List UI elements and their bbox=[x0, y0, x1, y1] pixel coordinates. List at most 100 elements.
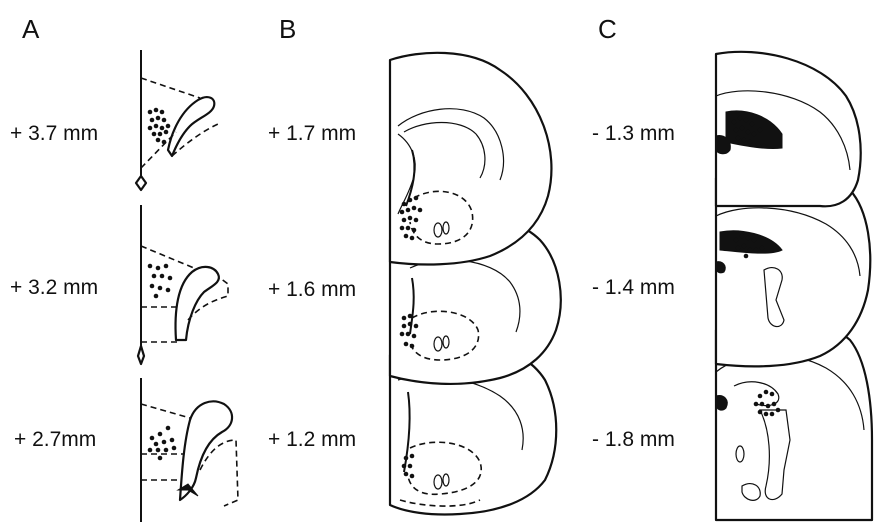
injection-dot bbox=[410, 474, 415, 479]
injection-dot bbox=[756, 142, 761, 147]
injection-dot bbox=[752, 238, 757, 243]
injection-dot bbox=[762, 144, 767, 149]
injection-dot bbox=[160, 274, 165, 279]
injection-dot bbox=[148, 264, 153, 269]
injection-dot bbox=[148, 448, 153, 453]
injection-dot bbox=[772, 402, 777, 407]
injection-dot bbox=[408, 198, 413, 203]
injection-dot bbox=[414, 218, 419, 223]
injection-dot bbox=[742, 244, 747, 249]
injection-dots bbox=[148, 108, 171, 145]
injection-dot bbox=[154, 108, 159, 113]
panel-a-section-1 bbox=[136, 50, 218, 190]
boundary-dashed bbox=[141, 404, 190, 418]
injection-dot bbox=[770, 412, 775, 417]
injection-dot bbox=[150, 284, 155, 289]
injection-dot bbox=[736, 246, 741, 251]
injection-dot bbox=[744, 118, 749, 123]
ventricle-tip bbox=[138, 346, 144, 364]
injection-dot bbox=[754, 402, 759, 407]
injection-dot bbox=[764, 390, 769, 395]
injection-dot bbox=[752, 132, 757, 137]
cortex-fold bbox=[168, 97, 214, 156]
injection-dot bbox=[758, 394, 763, 399]
boundary-dashed bbox=[141, 78, 200, 98]
injection-dot bbox=[764, 412, 769, 417]
injection-dot bbox=[158, 432, 163, 437]
injection-dot bbox=[760, 246, 765, 251]
injection-dot bbox=[150, 118, 155, 123]
injection-dot bbox=[166, 288, 171, 293]
injection-dot bbox=[402, 464, 407, 469]
injection-dot bbox=[412, 228, 417, 233]
injection-dot bbox=[160, 126, 165, 131]
injection-dot bbox=[162, 118, 167, 123]
injection-dot bbox=[400, 226, 405, 231]
ventricle-tip bbox=[136, 176, 146, 190]
ventricle-black bbox=[716, 396, 727, 410]
panel-b-section-1 bbox=[390, 53, 551, 265]
injection-dot bbox=[150, 436, 155, 441]
injection-dot bbox=[166, 426, 171, 431]
injection-dot bbox=[154, 294, 159, 299]
injection-dot bbox=[404, 456, 409, 461]
injection-dot bbox=[410, 344, 415, 349]
injection-dot bbox=[766, 404, 771, 409]
injection-dot bbox=[158, 132, 163, 137]
injection-dot bbox=[404, 472, 409, 477]
injection-dot bbox=[750, 122, 755, 127]
injection-dot bbox=[406, 208, 411, 213]
injection-dot bbox=[402, 218, 407, 223]
injection-dot bbox=[172, 446, 177, 451]
injection-dot bbox=[746, 130, 751, 135]
injection-dot bbox=[410, 454, 415, 459]
injection-dot bbox=[418, 208, 423, 213]
injection-dot bbox=[738, 116, 743, 121]
injection-dot bbox=[158, 286, 163, 291]
injection-dot bbox=[754, 248, 759, 253]
injection-dot bbox=[404, 234, 409, 239]
injection-dot bbox=[734, 238, 739, 243]
injection-dot bbox=[152, 132, 157, 137]
injection-dot bbox=[166, 124, 171, 129]
injection-dot bbox=[408, 322, 413, 327]
injection-dot bbox=[776, 408, 781, 413]
injection-dot bbox=[402, 202, 407, 207]
injection-dot bbox=[740, 234, 745, 239]
injection-dot bbox=[164, 448, 169, 453]
panel-c-section-1 bbox=[716, 52, 861, 206]
injection-dot bbox=[408, 216, 413, 221]
injection-dot bbox=[748, 140, 753, 145]
injection-dot bbox=[734, 128, 739, 133]
injection-dot bbox=[740, 126, 745, 131]
injection-dot bbox=[164, 130, 169, 135]
injection-dot bbox=[404, 342, 409, 347]
injection-dot bbox=[148, 126, 153, 131]
panel-a-section-3 bbox=[141, 378, 238, 522]
injection-dot bbox=[414, 196, 419, 201]
injection-dot bbox=[160, 110, 165, 115]
injection-dot bbox=[152, 274, 157, 279]
injection-dot bbox=[400, 210, 405, 215]
injection-dot bbox=[770, 392, 775, 397]
injection-dot bbox=[162, 440, 167, 445]
injection-dot bbox=[402, 316, 407, 321]
injection-dots bbox=[148, 264, 173, 299]
cortex-fold bbox=[176, 267, 219, 340]
injection-dot bbox=[170, 438, 175, 443]
injection-dot bbox=[400, 332, 405, 337]
injection-dot bbox=[748, 248, 753, 253]
injection-dot bbox=[156, 116, 161, 121]
injection-dot bbox=[746, 236, 751, 241]
injection-dot bbox=[410, 236, 415, 241]
injection-dot bbox=[732, 120, 737, 125]
injection-dot bbox=[156, 448, 161, 453]
injection-dot bbox=[742, 138, 747, 143]
injection-dot bbox=[412, 206, 417, 211]
injection-dot bbox=[414, 324, 419, 329]
injection-dot bbox=[168, 276, 173, 281]
injection-dot bbox=[406, 226, 411, 231]
injection-dot bbox=[156, 266, 161, 271]
injection-dot bbox=[162, 140, 167, 145]
injection-dot bbox=[156, 138, 161, 143]
